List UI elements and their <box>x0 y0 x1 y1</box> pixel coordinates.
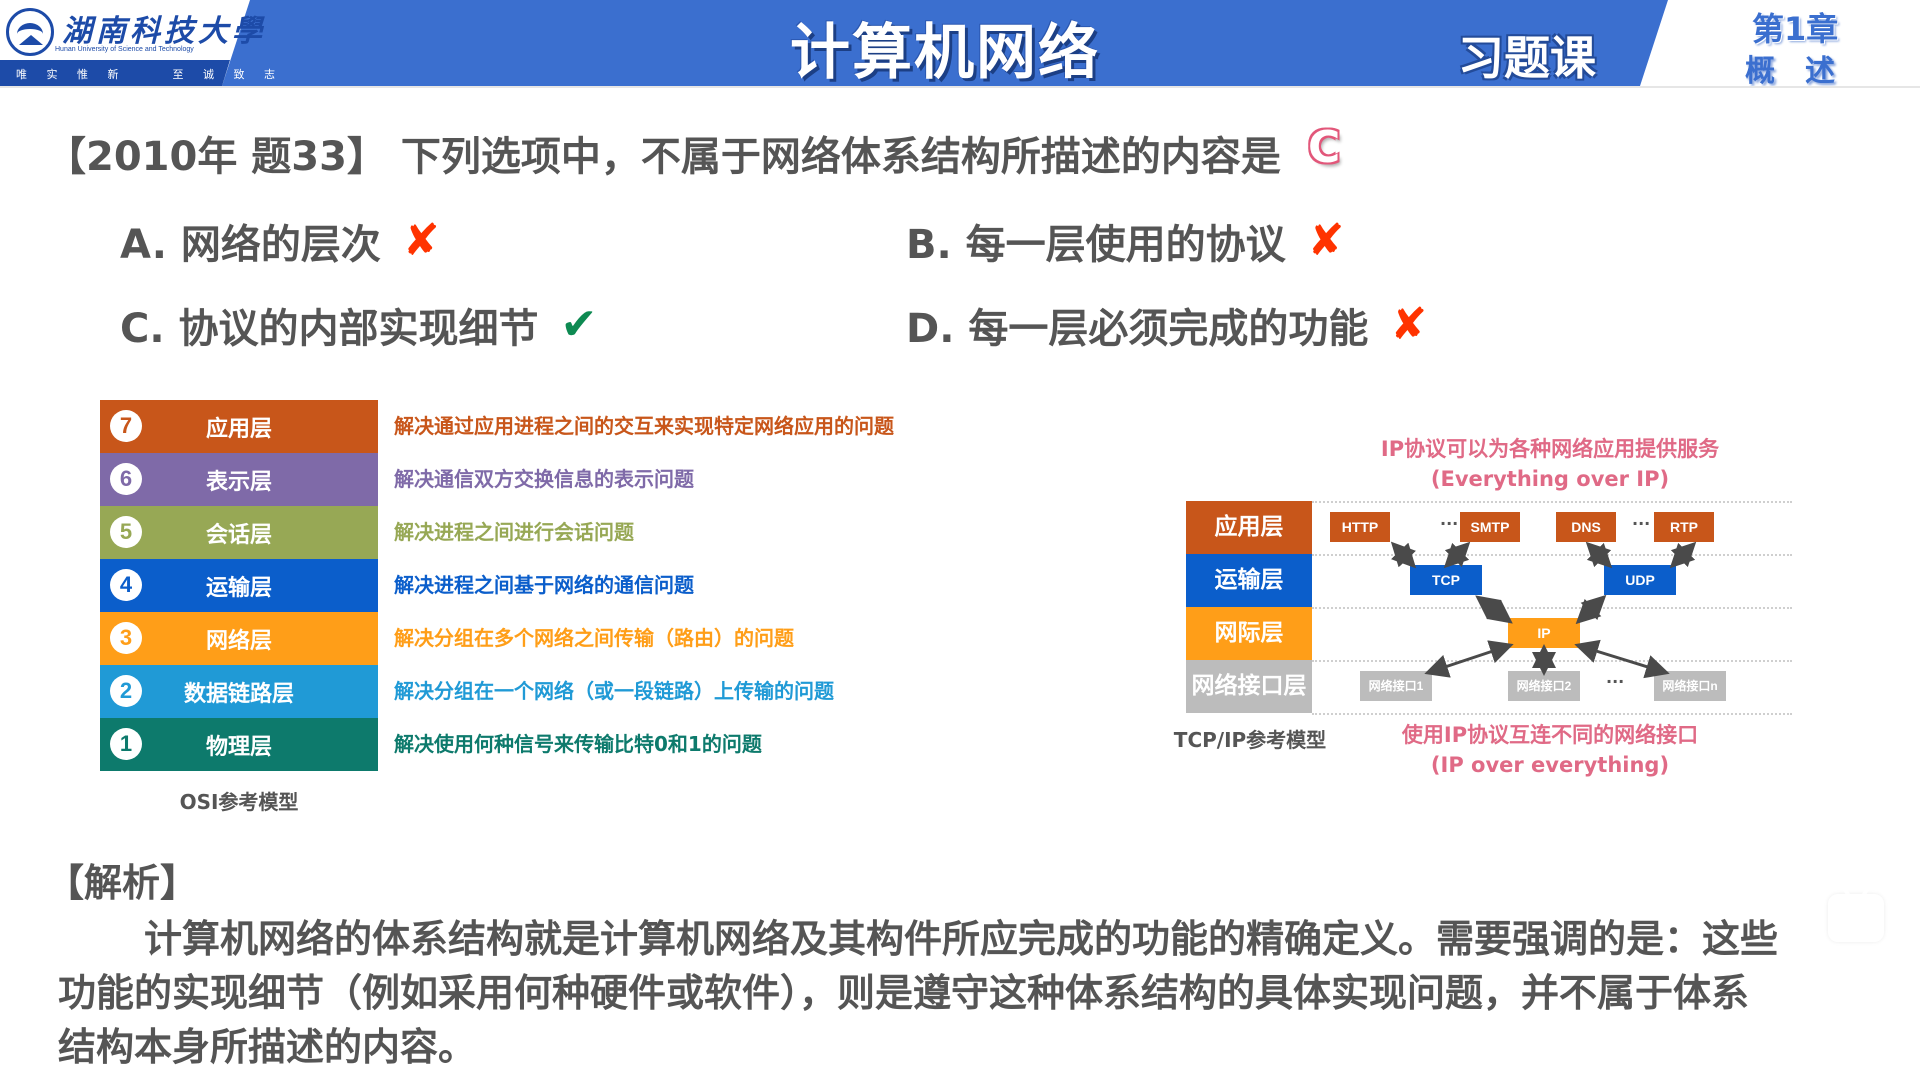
university-motto: 唯 实 惟 新 至 诚 致 志 <box>16 68 283 81</box>
layer-number-badge: 3 <box>110 622 142 654</box>
network-interface-1: 网络接口1 <box>1360 671 1432 701</box>
option-c-label: C. 协议的内部实现细节 <box>120 306 539 352</box>
layer-number-badge: 5 <box>110 516 142 548</box>
protocol-tcp: TCP <box>1410 565 1482 595</box>
cross-icon: ✘ <box>1307 215 1345 266</box>
tcpip-layer-internet: 网际层 <box>1186 607 1312 660</box>
ellipsis: ··· <box>1606 672 1625 691</box>
osi-layer-2: 2 数据链路层 <box>100 665 378 718</box>
layer-number-badge: 6 <box>110 463 142 495</box>
analysis-line: 功能的实现细节（例如采用何种硬件或软件），则是遵守这种体系结构的具体实现问题，并… <box>58 971 1750 1015</box>
slide-header: 湖南科技大學 Hunan University of Science and T… <box>0 0 1920 89</box>
osi-layer-1: 1 物理层 <box>100 718 378 771</box>
layer-divider <box>1312 660 1792 662</box>
option-c: C. 协议的内部实现细节 ✔ <box>120 296 597 354</box>
protocol-ip: IP <box>1508 618 1580 648</box>
osi-layer-4: 4 运输层 <box>100 559 378 612</box>
chapter-name: 概述 <box>1745 54 1865 89</box>
chapter-panel <box>1640 0 1920 86</box>
university-name: 湖南科技大學 <box>62 14 266 49</box>
layer-description: 解决通信双方交换信息的表示问题 <box>394 467 694 491</box>
everything-over-ip-note: IP协议可以为各种网络应用提供服务 (Everything over IP) <box>1330 434 1770 494</box>
cross-icon: ✘ <box>402 215 440 266</box>
osi-layer-3: 3 网络层 <box>100 612 378 665</box>
ellipsis: ··· <box>1632 514 1651 533</box>
layer-name: 数据链路层 <box>183 681 294 707</box>
layer-number-badge: 1 <box>110 728 142 760</box>
option-a: A. 网络的层次 ✘ <box>120 212 440 270</box>
tcpip-layer-application: 应用层 <box>1186 501 1312 554</box>
protocol-dns: DNS <box>1556 512 1616 542</box>
osi-model-stack: 7 应用层 6 表示层 5 会话层 4 运输层 3 网络层 2 数据链路层 1 … <box>100 400 378 771</box>
university-emblem-icon <box>6 8 54 56</box>
tcpip-layer-network-interface: 网络接口层 <box>1186 660 1312 713</box>
osi-layer-6: 6 表示层 <box>100 453 378 506</box>
header-divider <box>0 86 1920 88</box>
layer-description: 解决使用何种信号来传输比特0和1的问题 <box>394 732 762 756</box>
layer-description: 解决分组在一个网络（或一段链路）上传输的问题 <box>394 679 834 703</box>
note-line: 使用IP协议互连不同的网络接口 <box>1401 723 1699 747</box>
layer-divider <box>1312 501 1792 503</box>
analysis-heading: 【解析】 <box>46 861 199 905</box>
network-interface-n: 网络接口n <box>1654 671 1726 701</box>
layer-number-badge: 2 <box>110 675 142 707</box>
protocol-http: HTTP <box>1330 512 1390 542</box>
layer-name: 网络层 <box>205 628 272 654</box>
tcpip-caption: TCP/IP参考模型 <box>1173 728 1327 752</box>
protocol-udp: UDP <box>1604 565 1676 595</box>
option-a-label: A. 网络的层次 <box>120 222 381 268</box>
ip-over-everything-note: 使用IP协议互连不同的网络接口 (IP over everything) <box>1330 720 1770 780</box>
layer-name: 应用层 <box>205 416 272 442</box>
layer-description: 解决分组在多个网络之间传输（路由）的问题 <box>394 626 794 650</box>
layer-description: 解决进程之间进行会话问题 <box>394 520 634 544</box>
lesson-type: 习题课 <box>1458 31 1596 85</box>
protocol-rtp: RTP <box>1654 512 1714 542</box>
layer-number-badge: 7 <box>110 410 142 442</box>
analysis-line: 结构本身所描述的内容。 <box>58 1025 477 1069</box>
note-line: IP协议可以为各种网络应用提供服务 <box>1380 437 1720 461</box>
layer-divider <box>1312 607 1792 609</box>
option-b: B. 每一层使用的协议 ✘ <box>906 212 1344 270</box>
analysis-line: 计算机网络的体系结构就是计算机网络及其构件所应完成的功能的精确定义。需要强调的是… <box>144 917 1779 961</box>
video-watermark-icon <box>1828 894 1884 942</box>
answer-letter: C <box>1308 122 1341 173</box>
layer-name: 运输层 <box>205 575 272 601</box>
protocol-smtp: SMTP <box>1460 512 1520 542</box>
osi-layer-7: 7 应用层 <box>100 400 378 453</box>
osi-caption: OSI参考模型 <box>179 790 299 814</box>
layer-divider <box>1312 713 1792 715</box>
ellipsis: ··· <box>1440 514 1459 533</box>
layer-number-badge: 4 <box>110 569 142 601</box>
header-band <box>0 0 1920 86</box>
option-d: D. 每一层必须完成的功能 ✘ <box>906 296 1427 354</box>
layer-name: 物理层 <box>205 734 272 760</box>
analysis-body: 计算机网络的体系结构就是计算机网络及其构件所应完成的功能的精确定义。需要强调的是… <box>58 912 1918 1074</box>
layer-name: 会话层 <box>205 522 272 548</box>
cross-icon: ✘ <box>1390 299 1428 350</box>
option-d-label: D. 每一层必须完成的功能 <box>906 306 1369 352</box>
layer-name: 表示层 <box>205 469 272 495</box>
layer-description: 解决通过应用进程之间的交互来实现特定网络应用的问题 <box>394 414 894 438</box>
network-interface-2: 网络接口2 <box>1508 671 1580 701</box>
question-text: 【2010年 题33】 下列选项中，不属于网络体系结构所描述的内容是 <box>46 134 1281 180</box>
university-name-en: Hunan University of Science and Technolo… <box>55 46 194 53</box>
checkmark-icon: ✔ <box>560 299 598 350</box>
note-line: (IP over everything) <box>1430 753 1670 777</box>
course-title: 计算机网络 <box>790 18 1100 88</box>
tcpip-model-stack: 应用层 运输层 网际层 网络接口层 <box>1186 501 1312 713</box>
motto-bar <box>0 60 230 86</box>
osi-layer-descriptions: 解决通过应用进程之间的交互来实现特定网络应用的问题 解决通信双方交换信息的表示问… <box>394 400 894 771</box>
chapter-number: 第1章 <box>1752 10 1839 48</box>
osi-layer-5: 5 会话层 <box>100 506 378 559</box>
note-line: (Everything over IP) <box>1430 467 1670 491</box>
option-b-label: B. 每一层使用的协议 <box>906 222 1286 268</box>
tcpip-layer-transport: 运输层 <box>1186 554 1312 607</box>
layer-description: 解决进程之间基于网络的通信问题 <box>394 573 694 597</box>
layer-divider <box>1312 554 1792 556</box>
